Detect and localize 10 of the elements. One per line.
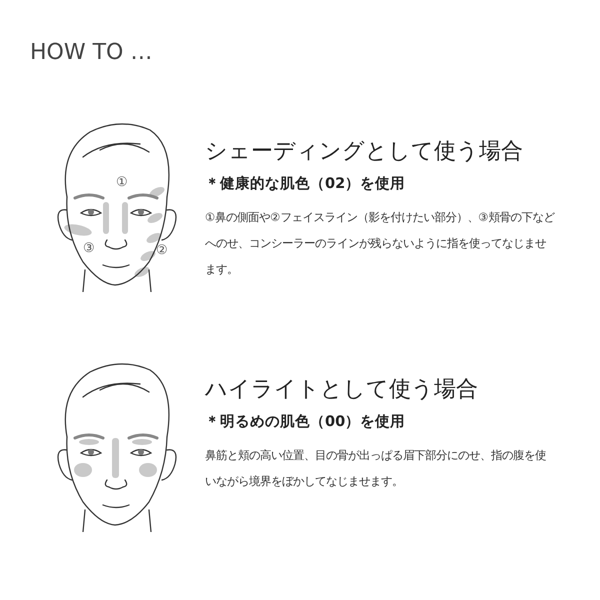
body-text: ①鼻の側面や②フェイスライン（影を付けたい部分）、③頬骨の下などへのせ、コンシーラーのラインが残らないように指を使ってなじませます。 <box>205 210 555 278</box>
callout-number: ② <box>156 244 168 258</box>
section-heading: シェーディングとして使う場合 <box>205 138 523 166</box>
section-heading: ハイライトとして使う場合 <box>205 376 478 404</box>
callout-number: ① <box>116 176 128 190</box>
subheading: ＊健康的な肌色（02）を使用 <box>205 174 406 194</box>
callout-number: ③ <box>83 242 95 256</box>
page-title: HOW TO … <box>30 40 152 65</box>
subheading: ＊明るめの肌色（00）を使用 <box>205 413 406 432</box>
body-text: 鼻筋と頬の高い位置、目の骨が出っぱる眉下部分にのせ、指の腹を使いながら境界をぼかしてなじませます。 <box>205 448 547 490</box>
